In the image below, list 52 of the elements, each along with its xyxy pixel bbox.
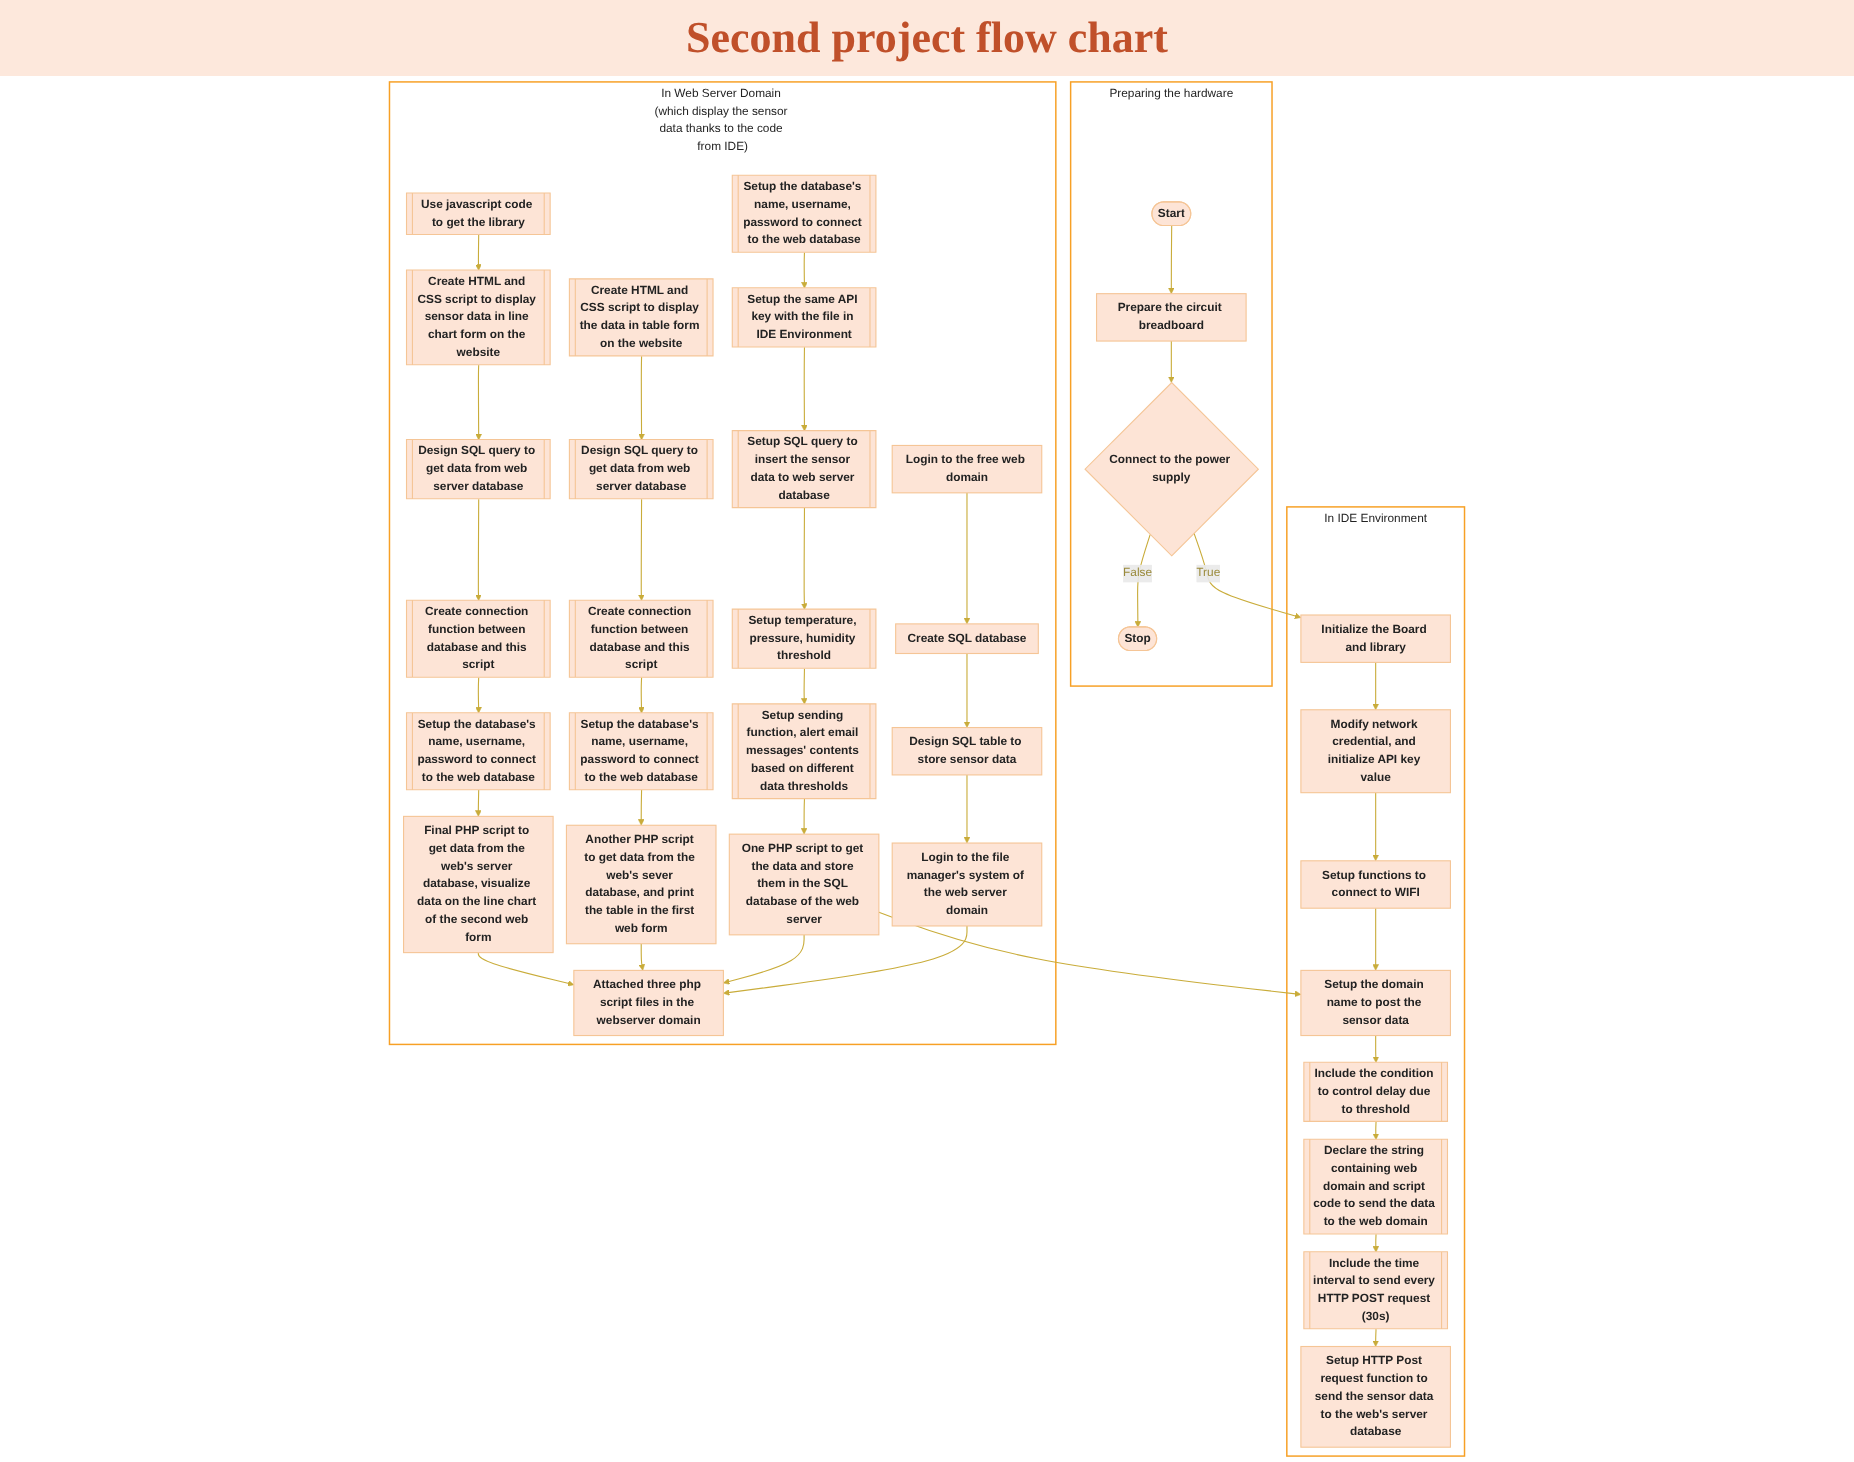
diagram-title: Second project flow chart bbox=[0, 0, 1854, 76]
arrow bbox=[1372, 1035, 1380, 1063]
arrow bbox=[1372, 1328, 1379, 1347]
node-box bbox=[1300, 614, 1451, 663]
arrow bbox=[1168, 340, 1175, 383]
arrow bbox=[475, 364, 482, 441]
arrow bbox=[800, 798, 808, 835]
arrow bbox=[801, 507, 808, 610]
arrow bbox=[475, 789, 482, 817]
arrow bbox=[801, 252, 808, 289]
arrow bbox=[963, 652, 971, 728]
node-box bbox=[1300, 709, 1451, 794]
cluster bbox=[1286, 506, 1466, 1457]
arrow bbox=[963, 774, 971, 844]
arrow bbox=[801, 346, 808, 432]
node-box bbox=[1096, 293, 1247, 342]
arrow bbox=[1168, 225, 1175, 294]
node-box bbox=[891, 444, 1043, 494]
arrow bbox=[1372, 792, 1379, 862]
node-box bbox=[891, 842, 1043, 927]
node-box bbox=[1300, 1345, 1451, 1448]
arrow bbox=[638, 943, 645, 971]
arrow bbox=[475, 498, 482, 601]
cluster bbox=[1069, 81, 1273, 687]
arrow bbox=[1372, 1121, 1380, 1140]
node-box bbox=[565, 824, 717, 945]
node-box bbox=[573, 969, 724, 1037]
arrow bbox=[477, 952, 575, 987]
node-box bbox=[895, 623, 1039, 655]
arrow bbox=[800, 668, 808, 705]
arrow bbox=[638, 498, 645, 601]
arrow bbox=[963, 492, 971, 625]
arrow bbox=[723, 925, 968, 996]
node-box bbox=[1300, 860, 1451, 909]
arrow bbox=[637, 789, 645, 826]
node-box bbox=[1300, 969, 1451, 1037]
arrow bbox=[1372, 1233, 1380, 1253]
arrow bbox=[878, 911, 1302, 997]
arrow bbox=[475, 677, 482, 714]
arrow bbox=[1372, 907, 1379, 971]
node-box bbox=[403, 815, 554, 954]
arrow bbox=[1193, 532, 1302, 620]
arrow bbox=[723, 934, 805, 985]
node-box bbox=[891, 727, 1043, 776]
arrow bbox=[475, 234, 482, 271]
arrow bbox=[1372, 661, 1379, 711]
arrow bbox=[638, 677, 645, 714]
node-diamond bbox=[1084, 381, 1260, 557]
arrow bbox=[638, 355, 645, 441]
arrow bbox=[1134, 534, 1151, 628]
node-box bbox=[728, 833, 880, 936]
cluster bbox=[388, 81, 1057, 1046]
